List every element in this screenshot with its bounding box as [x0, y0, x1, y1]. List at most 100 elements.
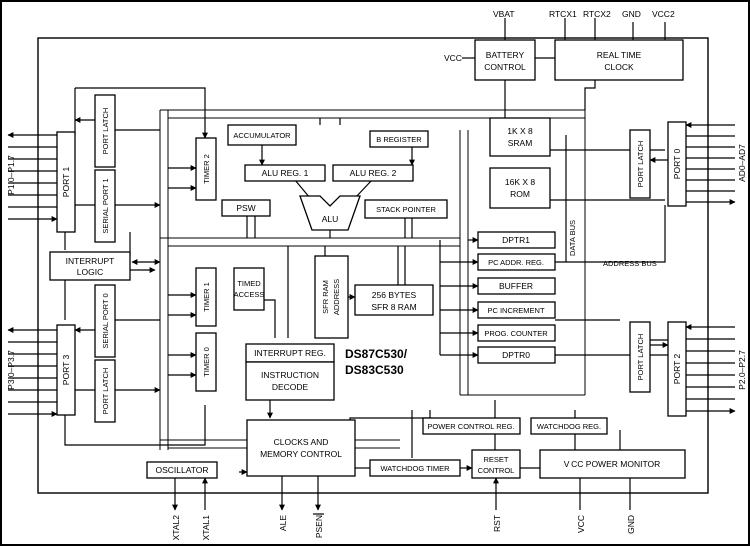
watchdog-timer-block: WATCHDOG TIMER — [369, 459, 461, 477]
psen-pin-label: PSEN — [314, 515, 324, 538]
interrupt-logic-block: INTERRUPT LOGIC — [49, 251, 131, 281]
vcc-battery-pin-label: VCC — [444, 53, 462, 63]
port-2-pins — [686, 327, 735, 411]
clocks-label-1: CLOCKS AND — [274, 437, 329, 447]
p1-pin-label: P1.0–P1.7 — [6, 155, 16, 195]
pc-addr-reg-label: PC ADDR. REG. — [488, 258, 544, 267]
bottom-pins: XTAL2 XTAL1 ALE PSEN RST VCC GND — [171, 476, 636, 540]
port-latch-1-label: PORT LATCH — [101, 108, 110, 155]
timed-access-block: TIMED ACCESS — [233, 267, 265, 311]
interrupt-reg-label: INTERRUPT REG. — [254, 348, 326, 358]
port-3-block: PORT 3 — [56, 324, 76, 416]
accumulator-label: ACCUMULATOR — [233, 131, 291, 140]
xtal2-pin-label: XTAL2 — [171, 515, 181, 541]
timer-2-block: TIMER 2 — [195, 137, 217, 201]
alu-label: ALU — [322, 214, 339, 224]
alu-reg-1-label: ALU REG. 1 — [262, 168, 309, 178]
serial-port-1-label: SERIAL PORT 1 — [101, 178, 110, 233]
timer-1-label: TIMER 1 — [202, 282, 211, 312]
clocks-label-2: MEMORY CONTROL — [260, 449, 342, 459]
ad-pin-label: AD0–AD7 — [737, 144, 747, 182]
oscillator-block: OSCILLATOR — [146, 461, 218, 479]
port-latch-0-block: PORT LATCH — [629, 129, 651, 199]
watchdog-timer-label: WATCHDOG TIMER — [380, 464, 450, 473]
chip-name-line-1: DS87C530/ — [345, 347, 408, 361]
b-register-block: B REGISTER — [369, 130, 429, 148]
instruction-decode-label-2: DECODE — [272, 382, 309, 392]
psw-block: PSW — [221, 199, 271, 217]
rom-label-1: 16K X 8 — [505, 177, 536, 187]
port-1-pins — [8, 135, 57, 219]
dptr1-block: DPTR1 — [477, 231, 556, 249]
ale-pin-label: ALE — [278, 515, 288, 531]
sfr-ram-label-2: SFR 8 RAM — [371, 302, 416, 312]
internal-wiring — [64, 57, 668, 475]
gnd-top-pin-label: GND — [622, 9, 641, 19]
port-3-pins — [8, 330, 57, 414]
chip-name-line-2: DS83C530 — [345, 363, 404, 377]
timed-access-label-2: ACCESS — [234, 290, 265, 299]
accumulator-block: ACCUMULATOR — [227, 124, 297, 146]
buffer-block: BUFFER — [477, 277, 556, 295]
rtc-label-2: CLOCK — [604, 62, 634, 72]
alu-reg-2-block: ALU REG. 2 — [332, 164, 414, 182]
dptr0-block: DPTR0 — [477, 346, 556, 364]
stack-pointer-block: STACK POINTER — [364, 199, 448, 219]
timer-0-label: TIMER 0 — [202, 347, 211, 377]
xtal1-pin-label: XTAL1 — [201, 515, 211, 541]
port-0-label: PORT 0 — [672, 149, 682, 180]
data-bus-label-group: DATA BUS — [568, 220, 577, 256]
side-pin-labels: P1.0–P1.7 P3.0–P3.7 AD0–AD7 P2.0–P2.7 — [6, 144, 747, 390]
instruction-decode-block: INSTRUCTION DECODE — [245, 361, 335, 401]
sfr-ram-address-label-1: SFR RAM — [321, 280, 330, 314]
battery-control-label-2: CONTROL — [484, 62, 526, 72]
port-latch-2-label: PORT LATCH — [636, 334, 645, 381]
battery-control-label-1: BATTERY — [486, 50, 525, 60]
pc-addr-reg-block: PC ADDR. REG. — [477, 253, 556, 271]
chip-boundary — [37, 37, 709, 494]
reset-control-block: RESET CONTROL — [471, 449, 521, 479]
alu-reg-2-label: ALU REG. 2 — [350, 168, 397, 178]
rom-label-2: ROM — [510, 189, 530, 199]
pc-increment-label: PC INCREMENT — [487, 306, 545, 315]
port-2-label: PORT 2 — [672, 354, 682, 385]
battery-control-block: BATTERY CONTROL — [474, 39, 536, 81]
serial-port-0-block: SERIAL PORT 0 — [94, 284, 116, 358]
timer-2-label: TIMER 2 — [202, 154, 211, 184]
sram-block: 1K X 8 SRAM — [489, 117, 551, 157]
data-bus-label: DATA BUS — [568, 220, 577, 256]
prog-counter-label: PROG. COUNTER — [484, 329, 548, 338]
alu-block: ALU — [299, 195, 361, 231]
vcc-power-monitor-label: V CC POWER MONITOR — [564, 459, 660, 469]
port-1-label: PORT 1 — [61, 167, 71, 198]
port-1-block: PORT 1 — [56, 131, 76, 233]
power-control-reg-label: POWER CONTROL REG. — [427, 422, 514, 431]
reset-control-label-1: RESET — [483, 455, 508, 464]
port-0-pins — [686, 125, 735, 202]
port-2-block: PORT 2 — [667, 321, 687, 417]
sfr-ram-address-label-2: ADDRESS — [332, 279, 341, 315]
watchdog-reg-block: WATCHDOG REG. — [530, 417, 608, 435]
sfr-ram-address-block: SFR RAM ADDRESS — [314, 255, 349, 339]
vbat-pin-label: VBAT — [493, 9, 515, 19]
instruction-decode-label-1: INSTRUCTION — [261, 370, 319, 380]
port-latch-2-block: PORT LATCH — [629, 321, 651, 393]
rst-pin-label: RST — [492, 515, 502, 532]
b-register-label: B REGISTER — [376, 135, 422, 144]
port-latch-3-label: PORT LATCH — [101, 368, 110, 415]
rtcx1-pin-label: RTCX1 — [549, 9, 577, 19]
top-pins: VBAT RTCX1 RTCX2 GND VCC2 VCC — [444, 9, 675, 63]
psw-label: PSW — [236, 203, 255, 213]
port-latch-3-block: PORT LATCH — [94, 359, 116, 423]
vcc2-pin-label: VCC2 — [652, 9, 675, 19]
sfr-ram-block: 256 BYTES SFR 8 RAM — [354, 284, 434, 316]
sram-label-2: SRAM — [508, 138, 533, 148]
latch-connectors — [75, 120, 668, 390]
vcc-power-monitor-block: V CC POWER MONITOR — [539, 449, 686, 479]
port-latch-1-block: PORT LATCH — [94, 94, 116, 168]
sram-label-1: 1K X 8 — [507, 126, 533, 136]
interrupt-reg-block: INTERRUPT REG. — [245, 343, 335, 363]
vcc-bottom-pin-label: VCC — [576, 515, 586, 533]
